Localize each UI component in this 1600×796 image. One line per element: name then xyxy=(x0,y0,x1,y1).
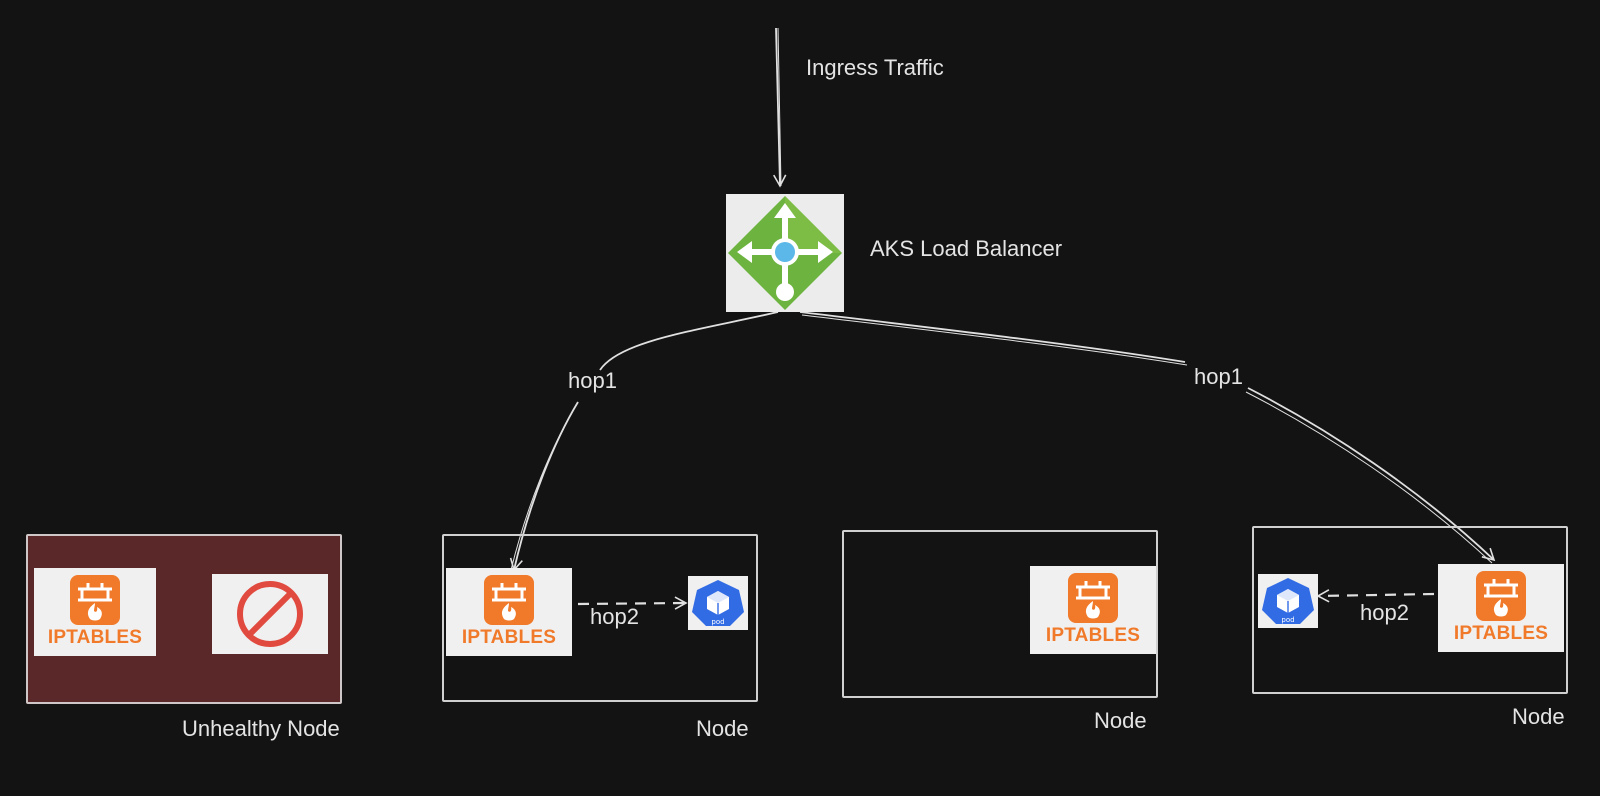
node-3-label: Node xyxy=(1512,704,1565,729)
prohibited-icon xyxy=(237,581,303,647)
kubernetes-pod-icon: pod xyxy=(1262,578,1314,624)
pod-text: pod xyxy=(711,618,724,626)
ingress-arrow xyxy=(773,27,787,188)
node-1[interactable]: IPTABLES pod xyxy=(442,534,758,702)
unhealthy-node-label: Unhealthy Node xyxy=(182,716,340,741)
hop2-left-label: hop2 xyxy=(590,604,639,629)
iptables-tile: IPTABLES xyxy=(446,568,572,656)
hop2-right-label: hop2 xyxy=(1360,600,1409,625)
pod-text: pod xyxy=(1281,616,1294,624)
firewall-icon xyxy=(1068,573,1118,623)
node-2[interactable]: IPTABLES xyxy=(842,530,1158,698)
firewall-icon xyxy=(484,575,534,625)
iptables-tile: IPTABLES xyxy=(34,568,156,656)
hop1-right-label: hop1 xyxy=(1194,364,1243,389)
node-2-label: Node xyxy=(1094,708,1147,733)
iptables-text: IPTABLES xyxy=(47,627,143,648)
kubernetes-pod-icon: pod xyxy=(692,580,744,626)
pod-tile: pod xyxy=(1258,574,1318,628)
hop1-left-label: hop1 xyxy=(568,368,617,393)
iptables-text: IPTABLES xyxy=(1453,623,1549,644)
iptables-text: IPTABLES xyxy=(461,627,557,648)
hop1-right-arrow xyxy=(799,311,1186,363)
blocked-tile xyxy=(212,574,328,654)
hop1-left-arrow xyxy=(599,311,779,371)
iptables-tile: IPTABLES xyxy=(1030,566,1156,654)
node-1-label: Node xyxy=(696,716,749,741)
unhealthy-node[interactable]: IPTABLES xyxy=(26,534,342,704)
firewall-icon xyxy=(1476,571,1526,621)
hop2-right-arrow xyxy=(1316,589,1435,603)
load-balancer-label: AKS Load Balancer xyxy=(870,236,1063,261)
iptables-tile: IPTABLES xyxy=(1438,564,1564,652)
node-3[interactable]: pod IPTABLES xyxy=(1252,526,1568,694)
iptables-text: IPTABLES xyxy=(1045,625,1141,646)
load-balancer[interactable] xyxy=(726,194,844,312)
pod-tile: pod xyxy=(688,576,748,630)
firewall-icon xyxy=(70,575,120,625)
ingress-traffic-label: Ingress Traffic xyxy=(806,55,944,80)
load-balancer-icon xyxy=(728,196,842,310)
